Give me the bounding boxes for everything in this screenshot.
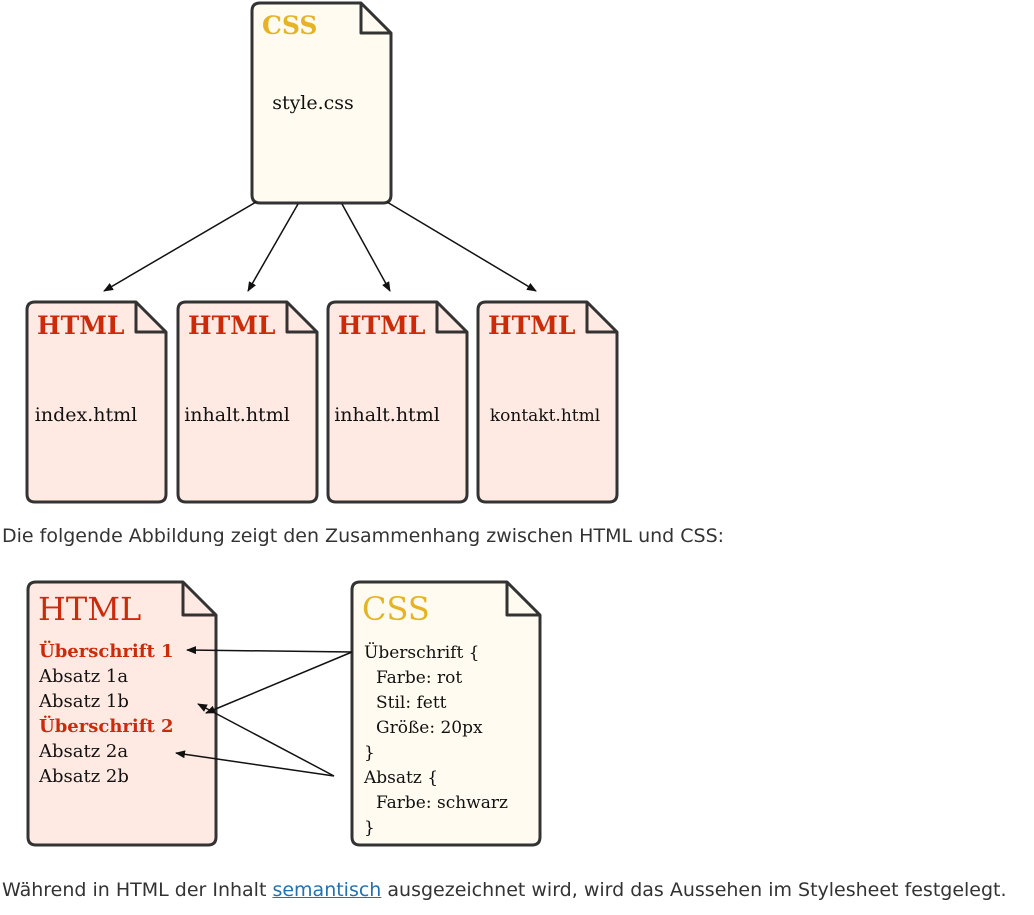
html-file-name: kontakt.html [490,406,600,426]
css-document-type-label: CSS [362,590,430,628]
html-file-type-label: HTML [338,311,426,340]
html-file-icon-2 [176,300,319,504]
css-document-icon [350,580,542,847]
html-file-type-label: HTML [37,311,125,340]
css-document-lines: Überschrift { Farbe: rot Stil: fett Größ… [363,642,508,838]
html-heading-1: Überschrift 1 [39,639,174,662]
summary-text-before: Während in HTML der Inhalt [2,879,273,901]
html-paragraph-2a: Absatz 2a [38,741,128,762]
html-paragraph-2b: Absatz 2b [38,766,129,787]
semantisch-link[interactable]: semantisch [272,879,382,901]
link-arrows [103,201,537,292]
css-rule-heading-size: Größe: 20px [376,718,483,738]
arrow-to-inhalt-1 [247,203,299,292]
arrow-to-heading-1 [186,646,353,655]
html-paragraph-1b: Absatz 1b [38,691,129,712]
arrow-to-inhalt-2 [341,203,391,292]
rule-arrows [175,646,353,777]
css-file-name: style.css [272,92,354,114]
html-paragraph-1a: Absatz 1a [38,666,128,687]
arrow-to-kontakt [386,201,537,292]
css-rule-heading-close: } [364,743,375,763]
html-file-name: index.html [35,404,137,426]
html-file-type-label: HTML [488,311,576,340]
html-file-type-label: HTML [188,311,276,340]
html-file-name: inhalt.html [334,404,440,426]
html-file-name: inhalt.html [184,404,290,426]
arrow-to-index [103,201,257,292]
html-document-type-label: HTML [38,590,141,628]
arrow-to-paragraph-1b [197,703,335,777]
arrow-to-heading-2 [205,651,353,714]
html-heading-2: Überschrift 2 [39,714,174,737]
css-rule-paragraph-selector: Absatz { [363,768,438,788]
intro-paragraph: Die folgende Abbildung zeigt den Zusamme… [2,525,725,547]
html-file-icon-4 [476,300,619,504]
html-file-icon-1 [25,300,168,504]
summary-text-after: ausgezeichnet wird, wird das Aussehen im… [381,879,1007,901]
arrow-to-paragraph-2a [175,750,335,777]
css-rule-heading-color: Farbe: rot [376,668,462,688]
css-rule-paragraph-close: } [364,818,375,838]
css-rule-heading-selector: Überschrift { [364,642,480,663]
css-file-type-label: CSS [262,11,317,40]
html-document-lines: Überschrift 1 Absatz 1a Absatz 1b Übersc… [38,639,174,787]
html-document-icon [26,580,218,847]
html-file-icon-3 [326,300,469,504]
css-rule-heading-style: Stil: fett [376,693,447,713]
css-rule-paragraph-color: Farbe: schwarz [376,793,508,813]
summary-paragraph: Während in HTML der Inhalt semantisch au… [2,879,1007,901]
